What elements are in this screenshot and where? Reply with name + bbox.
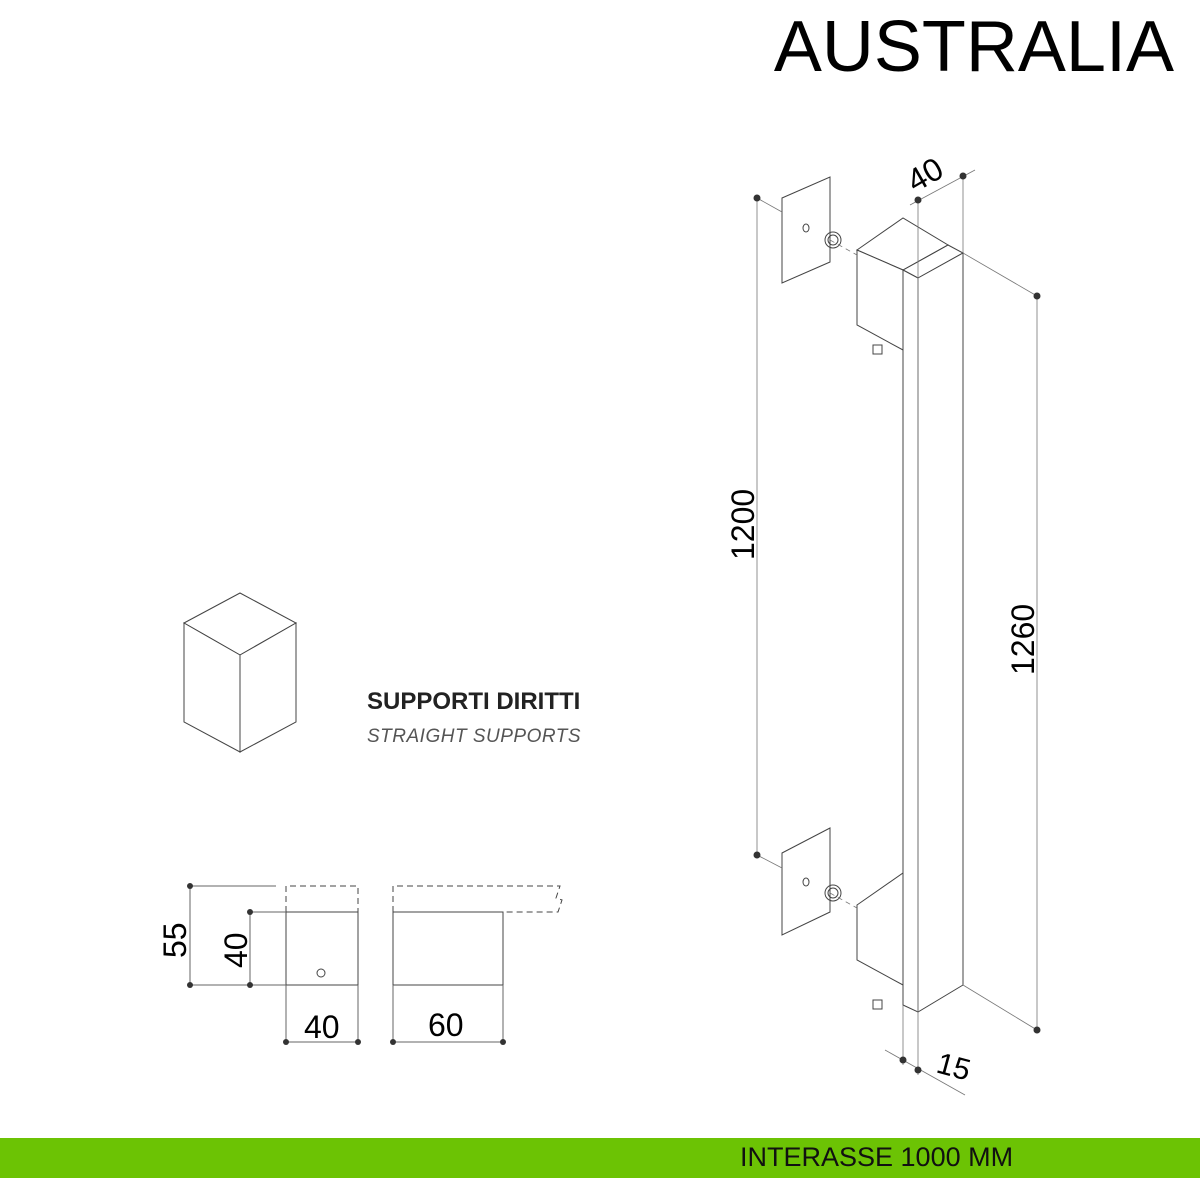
main-dimension-lines	[756, 169, 1038, 1096]
footer-label: INTERASSE 1000 MM	[740, 1142, 1014, 1172]
page-title: AUSTRALIA	[773, 7, 1174, 87]
support-cube-iso	[182, 592, 298, 753]
product-name-en: STRAIGHT SUPPORTS	[367, 726, 582, 747]
wall-plates	[781, 176, 883, 1010]
dim-40-bar: 40	[901, 150, 950, 199]
product-name-it: SUPPORTI DIRITTI	[367, 688, 581, 715]
footer-band: INTERASSE 1000 MM	[0, 1138, 1200, 1178]
dim-40-width: 40	[304, 1009, 340, 1045]
dim-1200: 1200	[725, 489, 761, 560]
support-front-view	[285, 885, 359, 986]
dim-1260: 1260	[1005, 604, 1041, 675]
dim-40-height: 40	[218, 932, 254, 968]
ortho-dimension-lines	[189, 885, 504, 1043]
dim-60: 60	[428, 1007, 464, 1043]
support-side-view	[392, 885, 563, 986]
dim-15: 15	[933, 1047, 974, 1088]
dimension-dots	[187, 172, 1041, 1074]
dim-55: 55	[157, 922, 193, 958]
handle-bar	[855, 217, 965, 1013]
bottom-support-block	[856, 872, 904, 986]
